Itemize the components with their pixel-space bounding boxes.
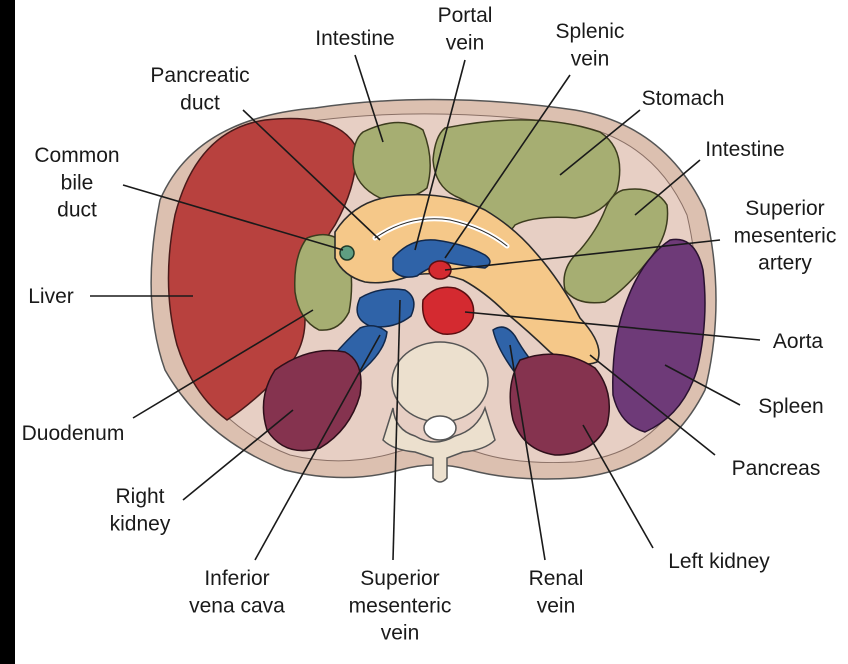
label-line: bile	[61, 171, 94, 194]
label-aorta: Aorta	[773, 330, 824, 353]
label-line: vena cava	[189, 594, 285, 617]
label-splenic-vein: Splenic vein	[556, 20, 625, 70]
label-line: Superior	[745, 197, 824, 220]
label-line: mesenteric	[349, 594, 452, 617]
vertebral-body	[392, 342, 488, 422]
common-bile-duct-organ	[340, 246, 354, 260]
label-right-kidney: Right kidney	[110, 485, 171, 535]
label-line: Common	[34, 144, 119, 167]
label-intestine-right: Intestine	[705, 138, 784, 161]
label-line: Left kidney	[668, 550, 770, 573]
label-line: Intestine	[705, 138, 784, 161]
label-stomach: Stomach	[642, 87, 725, 110]
label-line: Renal	[529, 567, 584, 590]
label-renal-vein: Renal vein	[529, 567, 584, 617]
intestine-top-organ	[353, 122, 430, 198]
label-spleen: Spleen	[758, 395, 823, 418]
label-line: vein	[571, 47, 610, 70]
spinal-canal	[424, 416, 456, 440]
label-line: Liver	[28, 285, 74, 308]
aorta-organ	[423, 287, 474, 334]
label-superior-mesenteric-vein: Superior mesenteric vein	[349, 567, 452, 645]
label-pancreas: Pancreas	[732, 457, 821, 480]
label-line: Aorta	[773, 330, 824, 353]
label-common-bile-duct: Common bile duct	[34, 144, 119, 222]
label-line: Portal	[438, 4, 493, 27]
label-line: mesenteric	[734, 224, 837, 247]
label-duodenum: Duodenum	[22, 422, 125, 445]
label-line: vein	[446, 31, 485, 54]
label-portal-vein: Portal vein	[438, 4, 493, 54]
label-line: Splenic	[556, 20, 625, 43]
label-line: Superior	[360, 567, 439, 590]
label-liver: Liver	[28, 285, 74, 308]
label-pancreatic-duct: Pancreatic duct	[150, 64, 249, 114]
label-line: Inferior	[204, 567, 269, 590]
label-line: duct	[57, 199, 97, 222]
label-line: vein	[537, 594, 576, 617]
diagram-canvas: Intestine Portal vein Splenic vein Pancrea…	[15, 0, 848, 664]
label-line: artery	[758, 252, 812, 275]
label-line: Duodenum	[22, 422, 125, 445]
anatomy-diagram: Intestine Portal vein Splenic vein Pancrea…	[15, 0, 848, 664]
label-line: Pancreatic	[150, 64, 249, 87]
label-line: Stomach	[642, 87, 725, 110]
label-inferior-vena-cava: Inferior vena cava	[189, 567, 285, 617]
label-line: Intestine	[315, 27, 394, 50]
label-line: vein	[381, 622, 420, 645]
label-left-kidney: Left kidney	[668, 550, 770, 573]
label-line: Spleen	[758, 395, 823, 418]
label-line: Right	[115, 485, 164, 508]
label-line: kidney	[110, 512, 171, 535]
label-line: Pancreas	[732, 457, 821, 480]
label-line: duct	[180, 91, 220, 114]
label-intestine-top: Intestine	[315, 27, 394, 50]
label-superior-mesenteric-artery: Superior mesenteric artery	[734, 197, 837, 275]
